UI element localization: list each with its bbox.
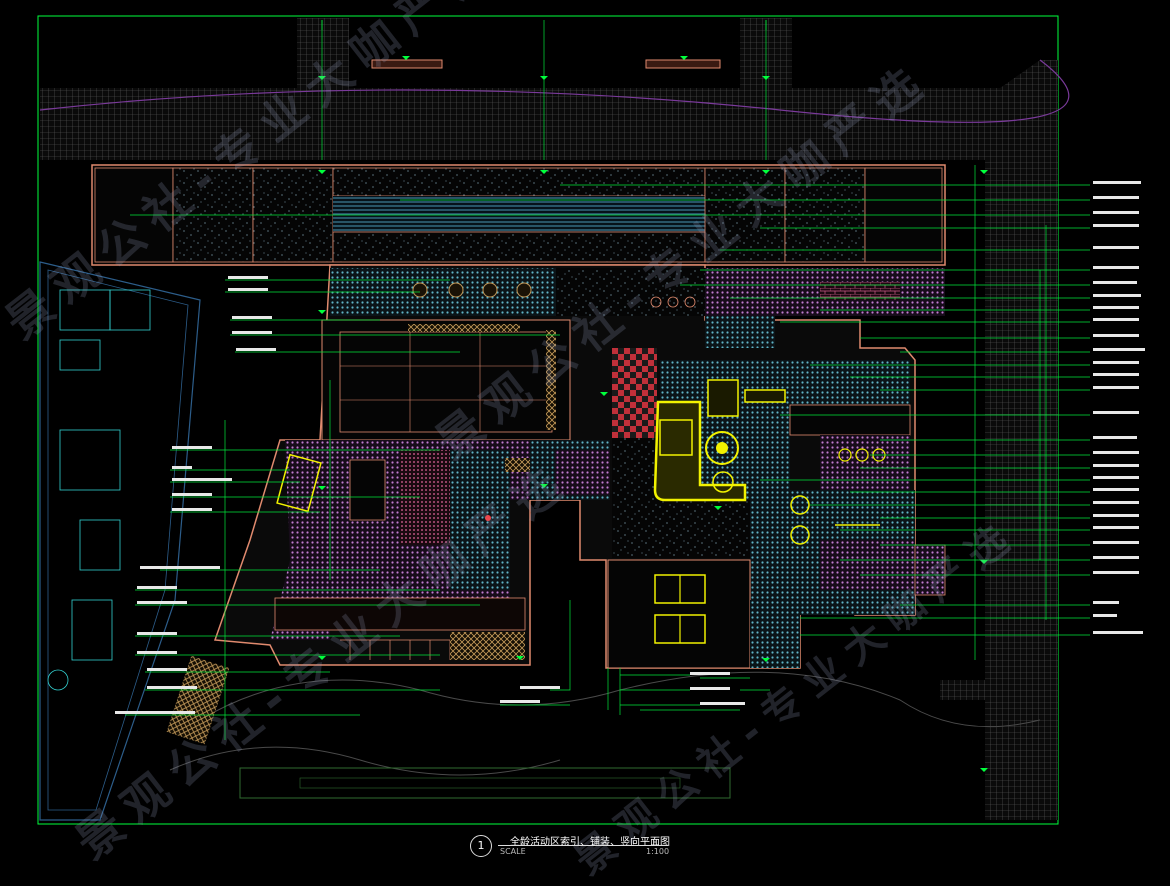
hatched-steps xyxy=(166,655,230,745)
scale-label: SCALE xyxy=(500,847,526,856)
yellow-play-dot xyxy=(790,495,810,515)
curve-line xyxy=(39,59,1070,123)
paving-dark-north xyxy=(556,268,706,316)
yellow-play-pad xyxy=(707,379,739,417)
level-marker-icon xyxy=(762,76,770,80)
round-planter xyxy=(482,282,498,298)
yellow-play-ring-inner xyxy=(716,442,728,454)
title-underline xyxy=(498,845,668,846)
yellow-play-ring xyxy=(705,431,739,465)
yellow-play-dot xyxy=(790,525,810,545)
level-marker-icon xyxy=(600,392,608,396)
drawing-title: 全龄活动区索引、铺装、竖向平面图 xyxy=(510,837,670,848)
sunken-court xyxy=(321,319,571,441)
yellow-play-box xyxy=(659,419,693,456)
top-band-center-bottom xyxy=(332,231,706,263)
level-marker-icon xyxy=(540,170,548,174)
paving-pink-west xyxy=(400,450,450,545)
level-marker-icon xyxy=(318,486,326,490)
building-room xyxy=(71,599,113,661)
yellow-feature-west xyxy=(276,453,322,513)
paving-magenta-strip xyxy=(914,544,946,596)
leader-lines xyxy=(125,279,560,740)
drawing-title-block: 1 全龄活动区索引、铺装、竖向平面图 SCALE 1:100 xyxy=(470,833,700,859)
leader-lines xyxy=(500,225,1047,715)
grid-paving-road xyxy=(40,60,1058,700)
leader-lines xyxy=(130,20,1090,660)
paving-pink-mid xyxy=(555,450,610,495)
yellow-play-disc xyxy=(712,471,734,493)
pergola-top xyxy=(408,324,520,332)
building-room xyxy=(109,289,151,331)
sunken-court-grid xyxy=(340,332,552,432)
building-outline xyxy=(47,269,189,811)
round-planter xyxy=(516,282,532,298)
building-room xyxy=(59,429,121,491)
level-marker-icon xyxy=(980,170,988,174)
level-marker-icon xyxy=(680,56,688,60)
axis-lines xyxy=(321,20,767,30)
level-marker-icon xyxy=(485,515,491,521)
paving-dark-east xyxy=(789,404,911,436)
grid-paving-east-strip xyxy=(940,680,1058,700)
level-marker-icon xyxy=(980,560,988,564)
seat-wall xyxy=(274,597,526,631)
tree-symbol xyxy=(650,296,662,308)
paving-magenta-east-court xyxy=(820,435,910,495)
south-strip xyxy=(239,767,731,799)
level-markers xyxy=(318,56,988,772)
hatched-strip xyxy=(450,632,525,660)
seat-wall-ticks xyxy=(340,639,470,660)
level-marker-icon xyxy=(762,658,770,662)
paving-pink-tile xyxy=(820,282,900,300)
level-marker-icon xyxy=(540,484,548,488)
round-planter xyxy=(412,282,428,298)
level-marker-icon xyxy=(762,170,770,174)
annotation-marks xyxy=(115,181,1145,714)
building-fixture xyxy=(47,669,69,691)
tree-symbol xyxy=(667,296,679,308)
section-circle-icon: 1 xyxy=(470,835,492,857)
level-marker-icon xyxy=(980,768,988,772)
level-marker-icon xyxy=(318,310,326,314)
planter-top-right xyxy=(645,59,721,69)
paving-blue-east xyxy=(705,316,775,348)
building-room xyxy=(59,339,101,371)
checker-paving xyxy=(612,348,657,438)
paving-blue-south xyxy=(750,600,800,668)
level-marker-icon xyxy=(714,506,722,510)
paving-magenta-southeast xyxy=(820,540,915,590)
planter-top-left xyxy=(371,59,443,69)
pergola-side xyxy=(546,330,556,430)
south-court xyxy=(607,559,751,669)
grid-paving-east xyxy=(985,160,1058,820)
level-marker-icon xyxy=(402,56,410,60)
building-room xyxy=(79,519,121,571)
play-element xyxy=(838,448,852,462)
tree-symbol xyxy=(684,296,696,308)
round-planter xyxy=(448,282,464,298)
paving-blue-west xyxy=(450,450,510,590)
level-marker-icon xyxy=(318,656,326,660)
level-marker-icon xyxy=(516,656,524,660)
yellow-play-bar xyxy=(744,389,786,403)
level-marker-icon xyxy=(318,76,326,80)
top-band-center-stripe xyxy=(333,196,705,232)
level-marker-icon xyxy=(540,76,548,80)
yellow-play-structure xyxy=(653,400,747,502)
cad-drawing xyxy=(37,15,1145,825)
play-element xyxy=(855,448,869,462)
south-strip-inner xyxy=(299,777,681,789)
bench-outline xyxy=(349,459,386,521)
building-outline xyxy=(39,261,201,821)
scale-value: 1:100 xyxy=(646,847,670,856)
level-marker-icon xyxy=(318,170,326,174)
top-band-center-top xyxy=(332,167,706,197)
landscape-curve xyxy=(169,746,561,776)
